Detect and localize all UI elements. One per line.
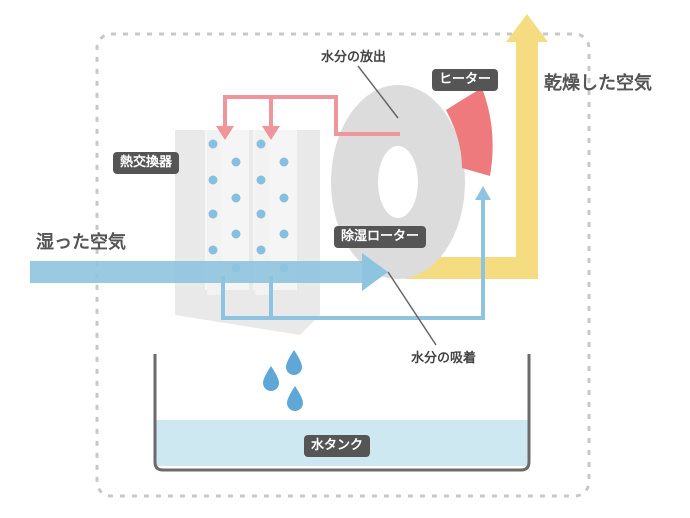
moisture-release-label: 水分の放出 xyxy=(321,50,387,65)
water-droplets xyxy=(263,350,303,411)
rotor-label: 除湿ローター xyxy=(334,226,427,248)
humid-air-flow xyxy=(30,261,365,283)
regeneration-air-loop xyxy=(221,196,485,320)
heater-label: ヒーター xyxy=(432,69,499,91)
rotor-hole xyxy=(378,146,418,218)
heat-exchanger-label: 熱交換器 xyxy=(113,152,180,174)
dry-air-arrowhead xyxy=(506,14,548,42)
humid-air-arrowhead xyxy=(362,253,388,291)
water-tank xyxy=(153,354,531,472)
humid-air-label: 湿った空気 xyxy=(36,232,126,253)
moisture-release-path xyxy=(223,95,400,136)
moisture-absorption-label: 水分の吸着 xyxy=(411,351,477,366)
water-tank-label: 水タンク xyxy=(304,435,371,457)
dry-air-path xyxy=(405,40,538,279)
release-pointer xyxy=(357,65,399,119)
heater-shape xyxy=(446,88,493,176)
absorption-pointer xyxy=(387,271,437,346)
dry-air-label: 乾燥した空気 xyxy=(544,73,652,94)
